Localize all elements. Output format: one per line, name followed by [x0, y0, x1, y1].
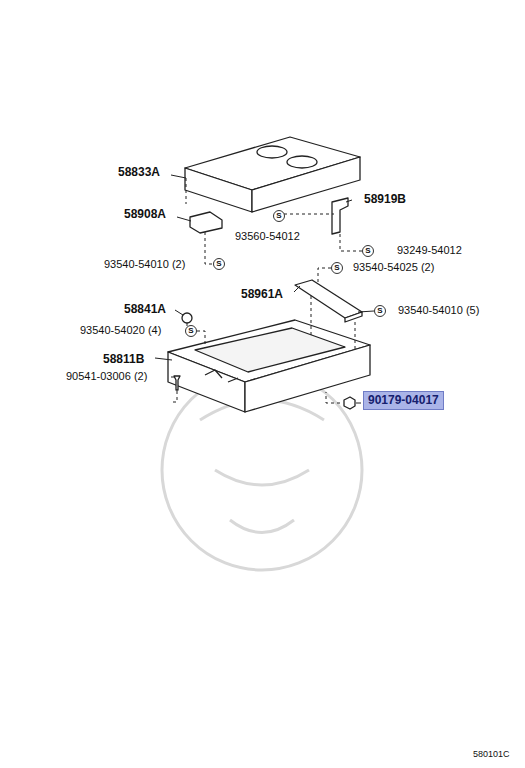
standard-part-symbol: S — [274, 212, 284, 220]
screw — [174, 376, 180, 390]
standard-part-symbol: S — [332, 264, 342, 272]
part-name: 58919B — [364, 193, 406, 205]
part-name: 58833A — [118, 166, 160, 178]
hinge-bracket — [295, 280, 362, 318]
s-symbol-circles — [186, 211, 386, 337]
part-name: 58841A — [124, 303, 166, 315]
console-lid-front — [185, 168, 252, 212]
diagram-code: 580101C — [473, 750, 510, 759]
leader-lines — [155, 175, 374, 403]
lock-part — [190, 212, 222, 233]
callout-number: 93540-54010 (2) — [104, 259, 185, 270]
callout-number: 93540-54025 (2) — [353, 262, 434, 273]
hinge-bracket — [345, 312, 362, 322]
frame-detail — [205, 370, 238, 382]
callout-number: 93540-54010 (5) — [398, 305, 479, 316]
callout-number: 93249-54012 — [397, 245, 462, 256]
nut — [344, 397, 355, 409]
part-name: 58908A — [124, 208, 166, 220]
standard-part-symbol: S — [363, 247, 373, 255]
part-name: 58811B — [103, 353, 144, 365]
part-number: 90179-04017 — [368, 393, 439, 407]
standard-part-symbol: S — [375, 307, 385, 315]
hinge-part — [332, 198, 348, 234]
callout-number: 93540-54020 (4) — [80, 325, 161, 336]
standard-part-symbol: S — [186, 327, 196, 335]
cup-holder — [287, 156, 317, 168]
standard-part-symbol: S — [214, 260, 224, 268]
highlighted-part-number: 90179-04017 — [363, 391, 444, 410]
cup-holder — [257, 146, 287, 158]
clip-part — [182, 313, 192, 323]
callout-number: 93560-54012 — [235, 231, 300, 242]
callout-number: 90541-03006 (2) — [66, 371, 147, 382]
frame-opening — [195, 328, 345, 372]
part-name: 58961A — [241, 288, 283, 300]
dashed-leaders — [172, 178, 362, 403]
